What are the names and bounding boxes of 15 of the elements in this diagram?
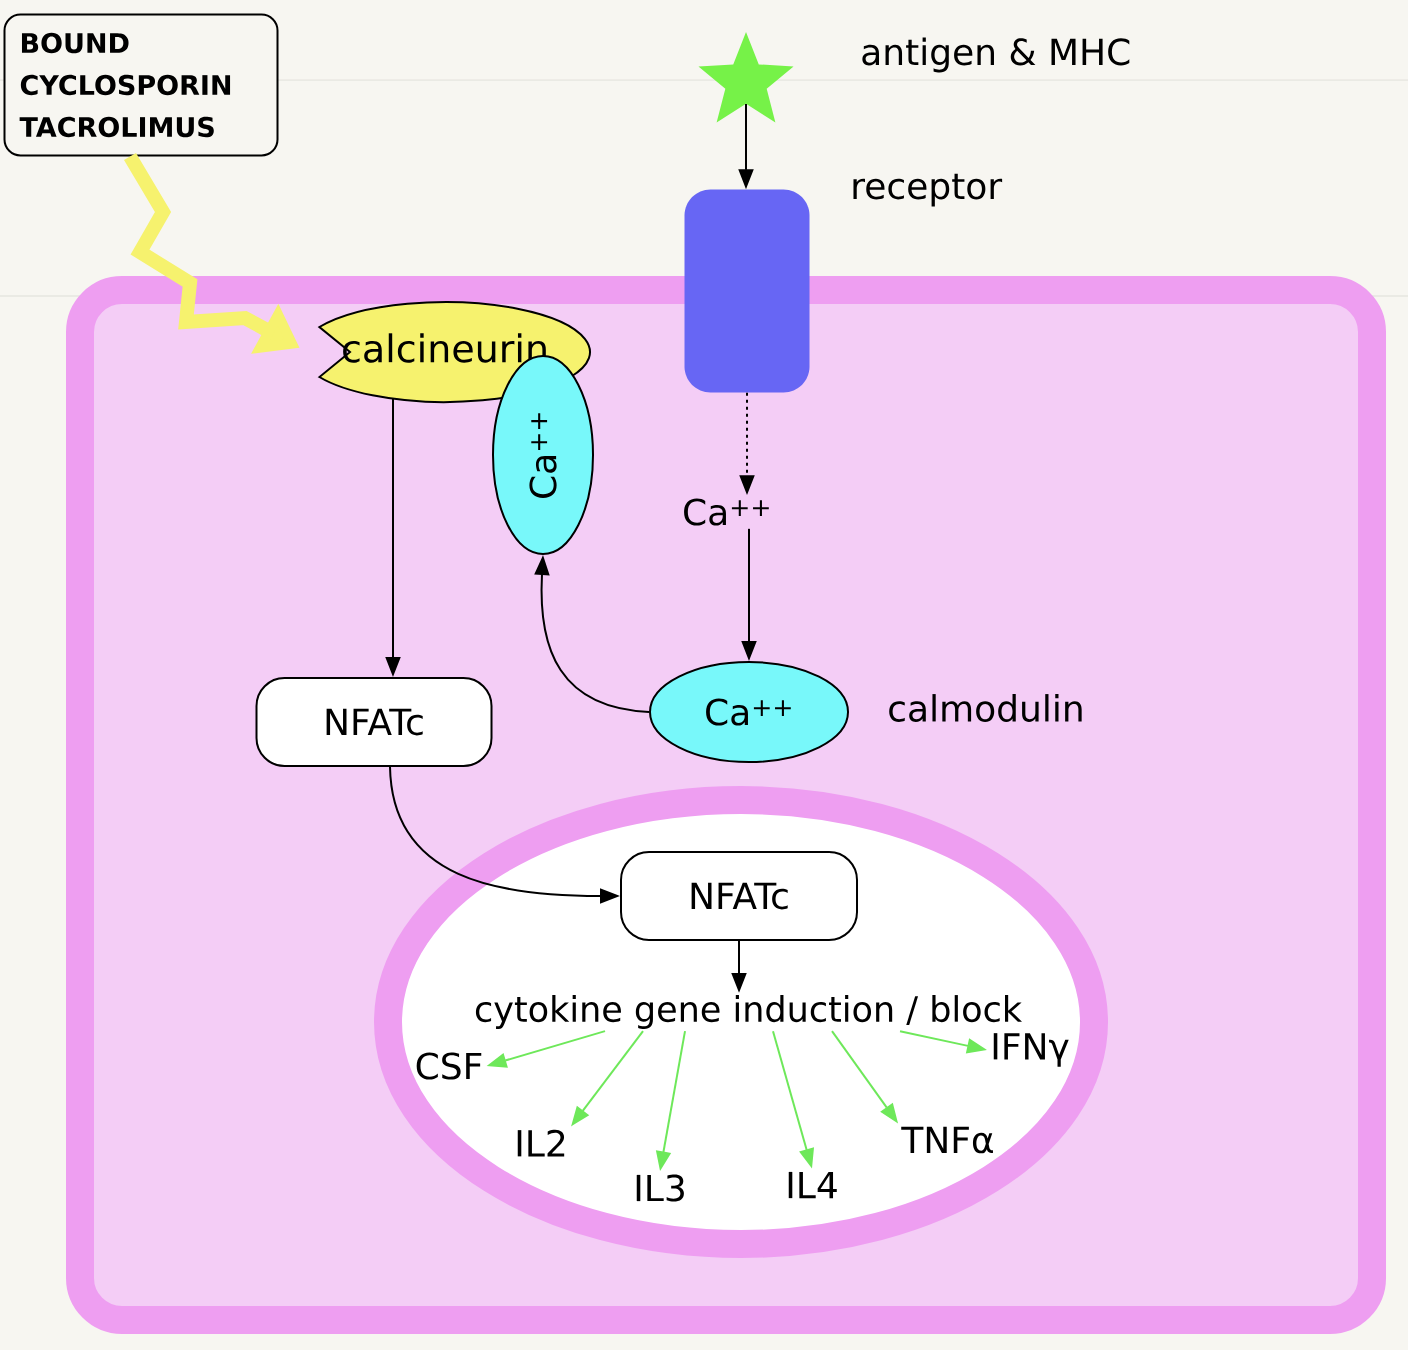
cytokine-label: IFNγ: [993, 1033, 1069, 1067]
node-caption: antigen & MHC: [862, 37, 1130, 73]
gene-text: cytokine gene induction / block: [475, 995, 1022, 1029]
protein-box: NFATc: [255, 677, 493, 767]
cytokine-label: IL4: [788, 1171, 837, 1199]
drug-box: BOUND CYCLOSPORIN TACROLIMUS: [3, 13, 279, 157]
node-caption: receptor: [853, 173, 1003, 207]
protein-box: NFATc: [620, 851, 858, 941]
cytokine-label: CSF: [416, 1052, 482, 1080]
calcium-text: Ca$^{++}$: [684, 498, 769, 526]
cytokine-label: IL2: [517, 1129, 565, 1157]
cytokine-label: IL3: [636, 1174, 684, 1202]
nucleus-ellipse: [374, 786, 1108, 1258]
cytokine-label: TNFα: [901, 1126, 993, 1154]
node-caption: calmodulin: [889, 694, 1082, 722]
